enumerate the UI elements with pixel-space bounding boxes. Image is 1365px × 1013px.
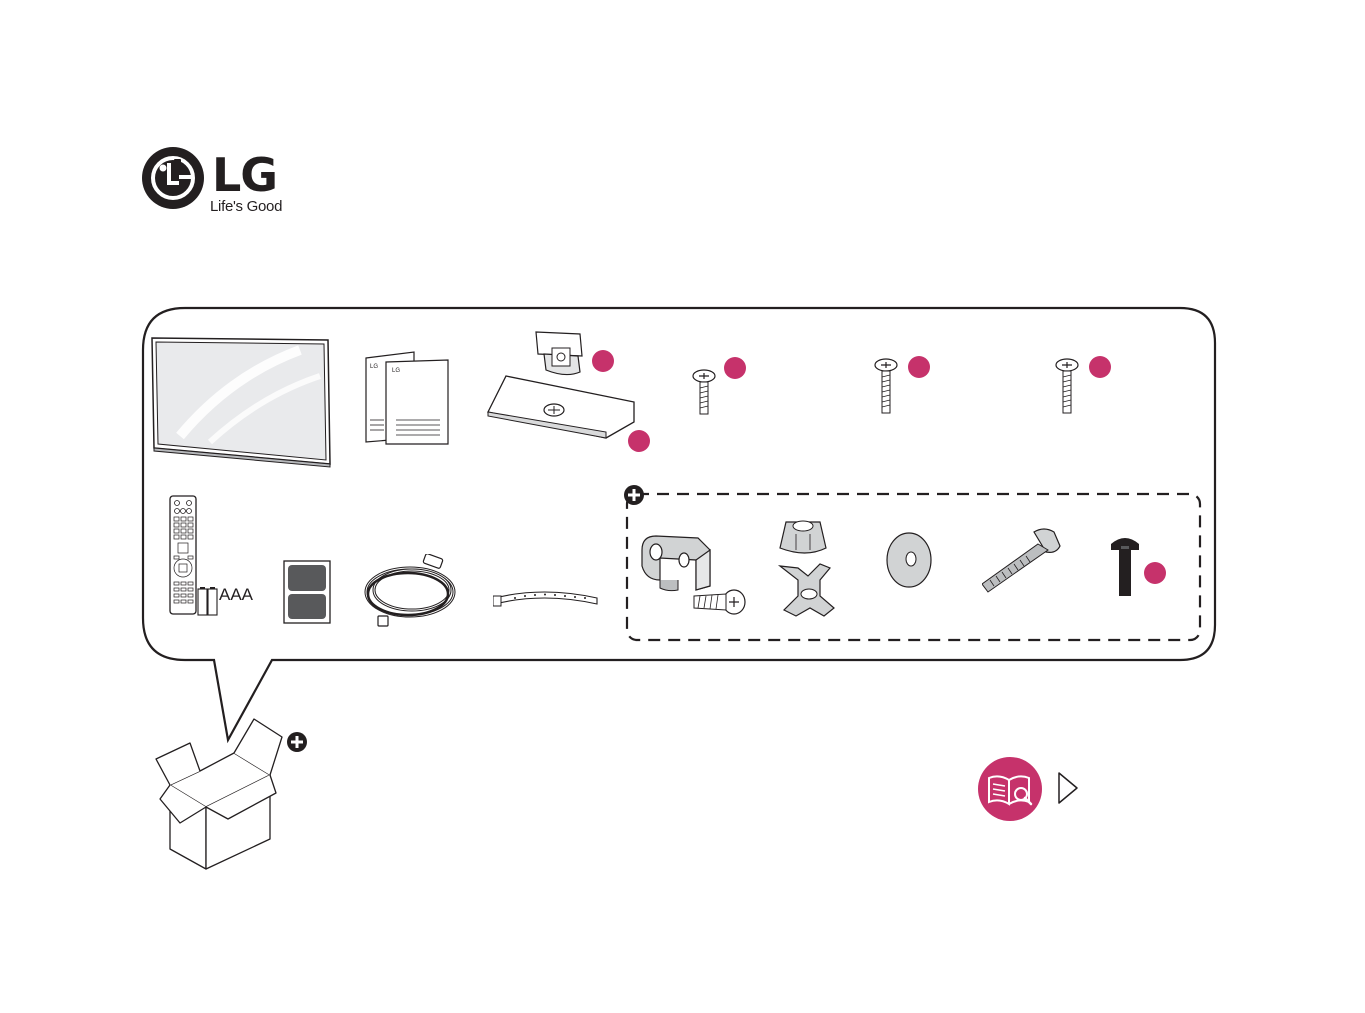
stand-body-image xyxy=(530,328,592,378)
tv-panel-image xyxy=(150,336,332,470)
plus-circle-icon xyxy=(623,484,645,506)
marker-stand-body xyxy=(591,349,615,373)
marker-screw-1 xyxy=(723,356,747,380)
nuts-image xyxy=(776,516,836,620)
box-plus-circle-icon xyxy=(286,731,308,753)
triangle-right-arrow-icon[interactable] xyxy=(1057,771,1079,805)
long-screw-image xyxy=(1053,357,1083,417)
washer-image xyxy=(884,530,934,590)
marker-screw-2 xyxy=(907,355,931,379)
stand-base-image xyxy=(484,372,644,442)
medium-screw-image xyxy=(872,357,902,417)
power-cable-image xyxy=(360,554,464,628)
short-screw-image xyxy=(690,368,720,418)
box-image xyxy=(150,715,286,875)
open-book-magnifier-icon[interactable] xyxy=(977,756,1043,822)
svg-text:LG: LG xyxy=(370,364,378,370)
cable-tie-image xyxy=(493,586,601,610)
cable-clamp-image xyxy=(638,530,750,622)
marker-stand-base xyxy=(627,429,651,453)
long-bolt-image xyxy=(982,526,1062,596)
marker-black-bolt xyxy=(1143,561,1167,585)
marker-screw-3 xyxy=(1088,355,1112,379)
black-bolt-image xyxy=(1109,532,1141,600)
power-adapter-image xyxy=(283,560,331,624)
owners-manual-image: LG LG xyxy=(364,350,450,446)
svg-text:LG: LG xyxy=(392,368,400,374)
battery-label: AAA xyxy=(219,585,253,605)
batteries-image xyxy=(197,586,219,616)
remote-control-image xyxy=(168,494,198,616)
